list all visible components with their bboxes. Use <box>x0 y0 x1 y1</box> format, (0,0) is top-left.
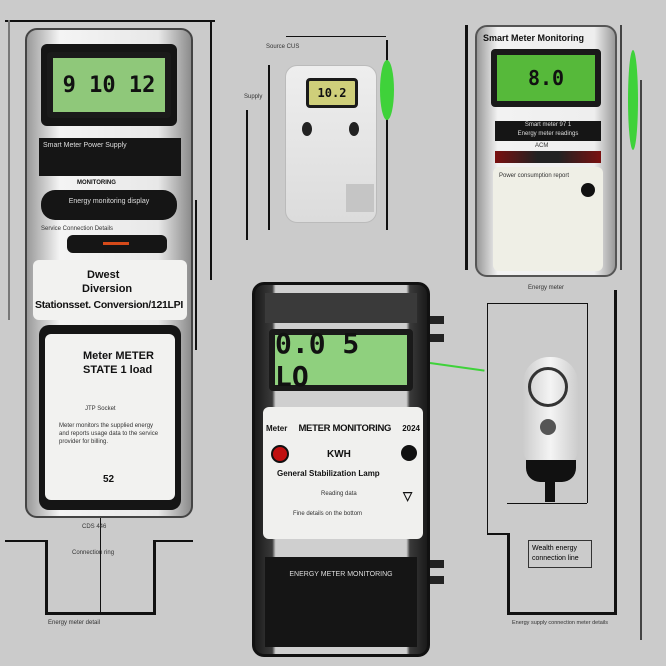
card-value: 52 <box>103 474 115 485</box>
plug-label-1: Wealth energy <box>532 545 578 552</box>
left-meter-header: Smart Meter Power Supply <box>39 138 181 176</box>
left-meter: 9 10 12 Smart Meter Power Supply MONITOR… <box>25 28 193 518</box>
wire <box>587 303 588 503</box>
green-wire <box>429 362 485 372</box>
left-meter-row: Service Connection Details <box>41 226 114 232</box>
left-caption: Energy meter detail <box>48 620 101 626</box>
top-center-meter: 10.2 <box>285 65 377 223</box>
wire <box>195 200 197 350</box>
top-center-left-label: Supply <box>244 94 263 100</box>
left-meter-display: 9 10 12 <box>47 52 171 118</box>
card-mid: JTP Socket <box>85 406 116 412</box>
wire <box>640 80 642 640</box>
wire <box>465 25 468 270</box>
card-subtitle: STATE 1 load <box>83 364 153 376</box>
button-icon[interactable] <box>401 445 417 461</box>
left-meter-line3: Stationsset. Conversion/121LPI <box>35 299 183 311</box>
center-subtitle: General Stabilization Lamp <box>277 469 380 478</box>
left-meter-line2: Diversion <box>82 283 133 295</box>
right-band-1: Smart meter 97 1 <box>524 122 572 128</box>
right-caption: Energy meter <box>528 285 565 291</box>
plug-caption: Energy supply connection meter details <box>512 620 608 626</box>
center-model: KWH <box>327 449 351 460</box>
knob-icon <box>349 122 359 136</box>
wire <box>5 540 45 542</box>
center-meter-display: 0.0 5 LO <box>269 327 413 393</box>
wire <box>487 303 488 533</box>
card-title: Meter METER <box>83 350 154 362</box>
right-meter: Smart Meter Monitoring 8.0 Smart meter 9… <box>475 25 617 277</box>
wire <box>246 110 248 240</box>
socket-icon <box>528 367 568 407</box>
wire <box>5 20 215 22</box>
wire <box>507 612 617 615</box>
top-center-label: Source CUS <box>266 44 300 50</box>
wire <box>487 533 509 535</box>
right-meter-title: Smart Meter Monitoring <box>483 33 585 43</box>
wire <box>620 25 622 270</box>
knob-icon <box>302 122 312 136</box>
panel <box>346 184 374 212</box>
wire <box>153 540 156 615</box>
center-brand: Meter <box>266 424 288 433</box>
wire <box>386 40 388 230</box>
center-year: 2024 <box>402 424 420 433</box>
left-meter-label: MONITORING <box>77 180 116 186</box>
center-meter: 0.0 5 LO Meter METER MONITORING 2024 KWH… <box>252 282 430 657</box>
right-band-2: Energy meter readings <box>517 131 579 137</box>
wire <box>210 20 212 280</box>
right-meter-display: 8.0 <box>491 49 601 107</box>
wire <box>507 503 587 504</box>
wire <box>507 533 510 615</box>
wire <box>8 20 10 320</box>
left-meter-slot <box>67 235 167 253</box>
right-meter-label: ACM <box>535 143 549 149</box>
indicator-bar <box>495 151 601 163</box>
center-note: Reading data <box>321 491 357 497</box>
wire <box>100 515 101 615</box>
right-body: Power consumption report <box>499 173 570 179</box>
wire <box>487 303 587 304</box>
plug-connector <box>523 357 578 467</box>
wire <box>614 290 617 615</box>
wire <box>153 540 193 542</box>
center-bottom-band: ENERGY METER MONITORING <box>265 557 417 647</box>
top-center-display: 10.2 <box>306 78 358 108</box>
center-title: METER MONITORING <box>298 423 392 434</box>
left-meter-band: Energy monitoring display <box>41 190 177 220</box>
green-wire <box>380 60 394 120</box>
red-led-icon <box>271 445 289 463</box>
wire <box>286 36 386 37</box>
left-meter-line1: Dwest <box>87 269 120 281</box>
triangle-icon: ▽ <box>403 489 413 503</box>
card-body: Meter monitors the supplied energy and r… <box>59 423 159 445</box>
wire <box>45 540 48 615</box>
left-below-label: CDS 446 <box>82 524 107 530</box>
plug-label-2: connection line <box>532 555 579 562</box>
left-below-note: Connection ring <box>72 550 115 556</box>
plug-label: Wealth energy connection line <box>528 540 592 568</box>
wire <box>268 65 270 230</box>
center-foot: Fine details on the bottom <box>293 511 363 517</box>
button-icon[interactable] <box>581 183 595 197</box>
green-wire <box>628 50 638 150</box>
center-title-row: Meter METER MONITORING 2024 <box>266 423 420 434</box>
